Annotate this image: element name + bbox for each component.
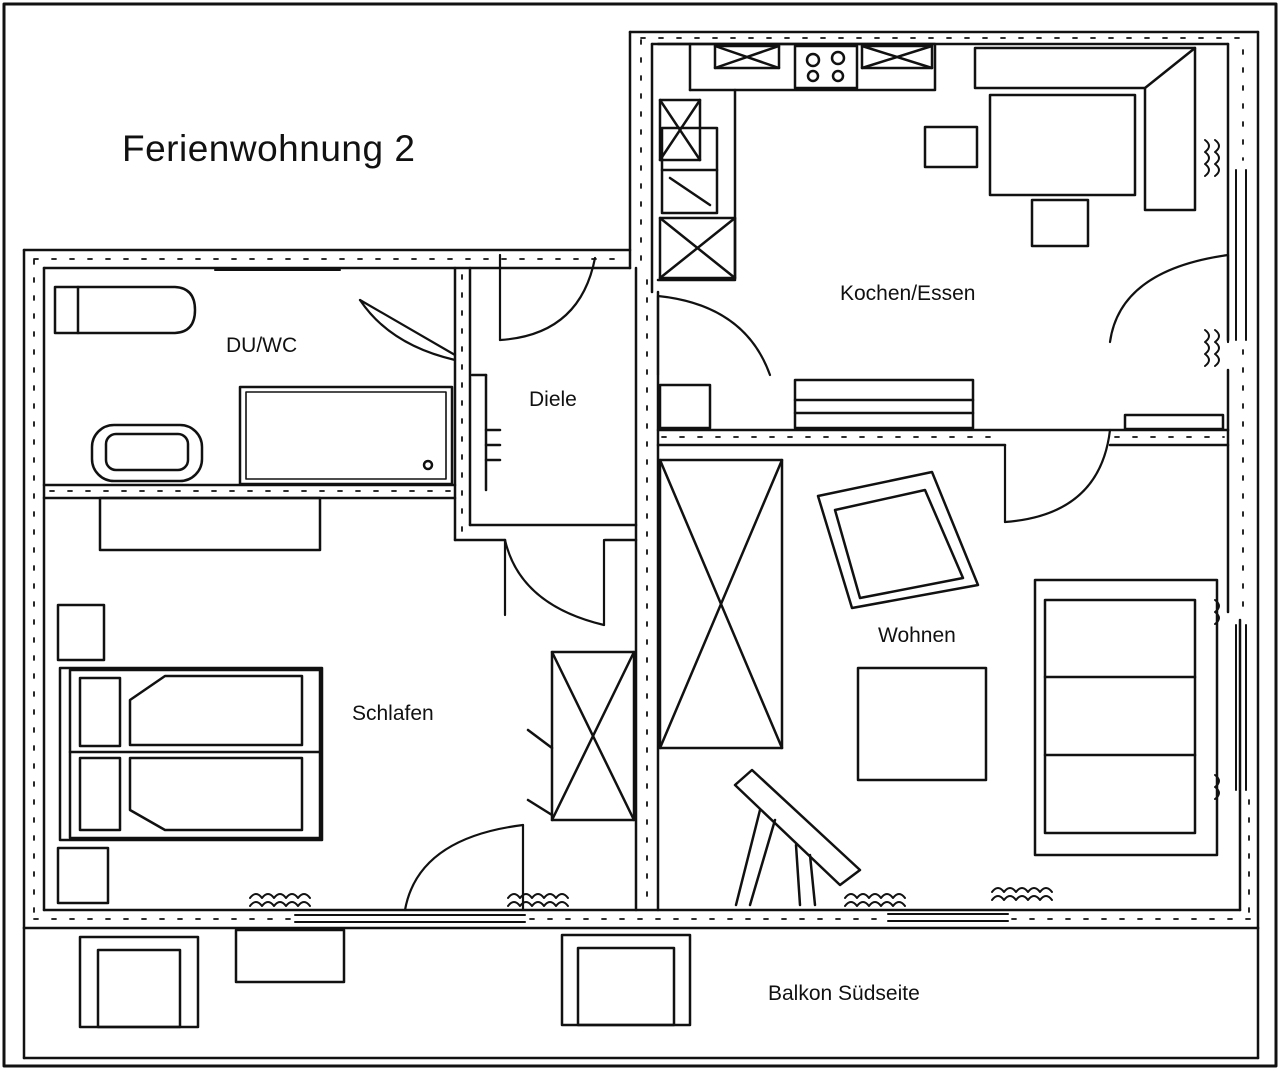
interior-walls: [42, 266, 1230, 912]
hall-furniture: [470, 373, 502, 492]
room-label-kochen-essen: Kochen/Essen: [840, 282, 976, 305]
plan-title: Ferienwohnung 2: [122, 128, 416, 169]
balcony-furniture: [78, 928, 692, 1029]
room-label-wohnen: Wohnen: [878, 624, 956, 647]
living-furniture: [658, 458, 1219, 907]
kitchen-furniture: [656, 42, 1225, 431]
room-label-du-wc: DU/WC: [226, 334, 298, 357]
bedroom-furniture: [56, 603, 636, 905]
room-label-diele: Diele: [529, 388, 577, 411]
doors: [358, 253, 1230, 912]
room-label-balkon: Balkon Südseite: [768, 982, 920, 1005]
room-label-schlafen: Schlafen: [352, 702, 434, 725]
bathroom-fixtures: [53, 285, 454, 552]
windows: [214, 169, 1247, 923]
wall-hatching: [33, 37, 1251, 920]
radiators: [249, 139, 1220, 907]
balcony-outline: [22, 926, 1260, 1060]
